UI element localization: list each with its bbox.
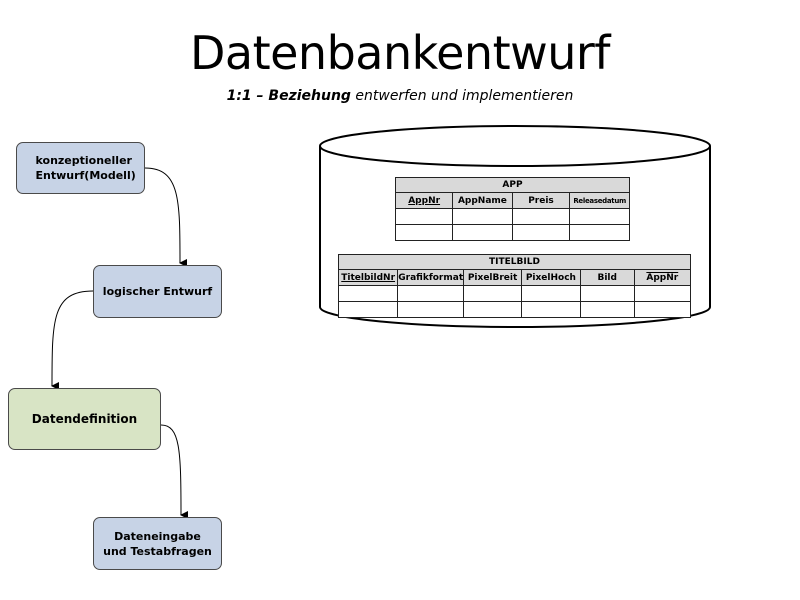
table-name: APP [395, 177, 630, 193]
column-header: AppNr [394, 192, 454, 209]
page-title: Datenbankentwurf [189, 26, 611, 80]
titelbild-table: TITELBILD TitelbildNr Grafikformat Pixel… [337, 254, 692, 318]
column-header: PixelHoch [520, 269, 581, 286]
step-konzeptioneller-entwurf: konzeptioneller Entwurf(Modell) [16, 142, 145, 194]
connector-1-2 [144, 167, 188, 267]
table-name: TITELBILD [338, 254, 691, 270]
table-row [394, 208, 630, 225]
step-label: konzeptioneller Entwurf(Modell) [35, 154, 136, 182]
column-header: Preis [511, 192, 571, 209]
column-header: TitelbildNr [337, 269, 399, 286]
step-dateneingabe: Dateneingabe und Testabfragen [93, 517, 222, 570]
column-header: AppName [452, 192, 513, 209]
column-header: PixelBreit [463, 269, 522, 286]
column-header: AppNr [633, 269, 692, 286]
database-cylinder-top [319, 125, 711, 167]
column-header: Releasedatum [569, 192, 630, 209]
table-row [337, 285, 692, 302]
page-subtitle: 1:1 – Beziehung entwerfen und implementi… [0, 88, 800, 104]
step-label: Datendefinition [31, 411, 138, 426]
step-label: Dateneingabe und Testabfragen [103, 529, 212, 558]
step-label: logischer Entwurf [102, 285, 213, 298]
step-logischer-entwurf: logischer Entwurf [93, 265, 222, 318]
step-datendefinition: Datendefinition [8, 388, 161, 450]
subtitle-bold: 1:1 – Beziehung [226, 88, 351, 104]
column-header: Grafikformat [397, 269, 465, 286]
app-table: APP AppNr AppName Preis Releasedatum [394, 177, 630, 241]
column-header: Bild [579, 269, 635, 286]
table-row [394, 224, 630, 241]
table-row [337, 301, 692, 318]
subtitle-rest: entwerfen und implementieren [350, 88, 574, 104]
connector-2-3 [51, 290, 94, 391]
connector-3-4 [160, 424, 189, 519]
